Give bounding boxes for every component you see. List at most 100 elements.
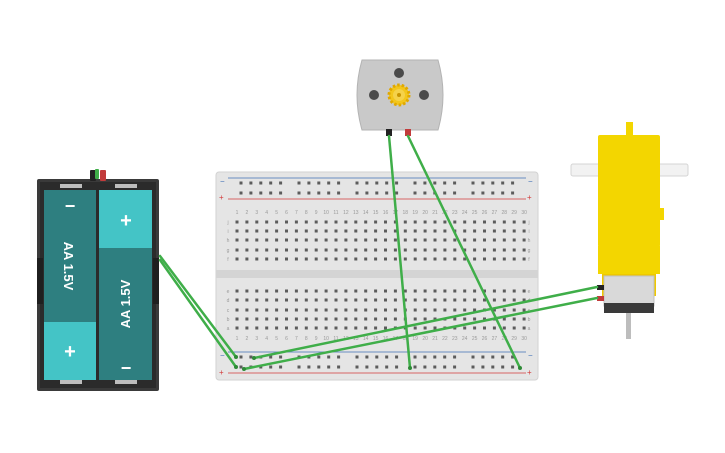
terminal-hole[interactable] [255,220,259,224]
rail-hole[interactable] [317,191,321,195]
terminal-hole[interactable] [265,289,269,293]
terminal-hole[interactable] [285,257,288,261]
rail-hole[interactable] [297,181,301,185]
rail-hole[interactable] [317,365,321,369]
terminal-hole[interactable] [512,289,516,293]
terminal-hole[interactable] [423,317,427,321]
terminal-hole[interactable] [403,289,407,293]
rail-hole[interactable] [443,365,447,369]
terminal-hole[interactable] [314,289,318,293]
terminal-hole[interactable] [473,248,477,252]
terminal-hole[interactable] [265,220,269,224]
terminal-hole[interactable] [522,326,526,330]
terminal-hole[interactable] [492,298,496,302]
terminal-hole[interactable] [413,248,417,252]
rail-hole[interactable] [413,191,417,195]
terminal-hole[interactable] [453,289,457,293]
terminal-hole[interactable] [502,317,506,321]
terminal-hole[interactable] [393,289,397,293]
terminal-hole[interactable] [294,308,298,312]
terminal-hole[interactable] [304,326,308,330]
terminal-hole[interactable] [294,326,298,330]
terminal-hole[interactable] [294,220,298,224]
battery-pack[interactable]: − + AA 1.5V + − AA 1.5V [37,169,159,391]
terminal-hole[interactable] [512,257,516,261]
rail-hole[interactable] [443,181,447,185]
terminal-hole[interactable] [245,238,249,242]
rail-hole[interactable] [327,191,331,195]
terminal-hole[interactable] [433,326,437,330]
terminal-hole[interactable] [255,317,259,321]
rail-hole[interactable] [279,191,283,195]
rail-hole[interactable] [511,181,515,185]
terminal-hole[interactable] [304,298,308,302]
breadboard[interactable]: − + − + − + − + 112233445566778899101011… [215,171,539,381]
terminal-hole[interactable] [255,248,259,252]
terminal-hole[interactable] [354,248,358,252]
terminal-hole[interactable] [483,317,486,321]
terminal-hole[interactable] [294,248,298,252]
rail-hole[interactable] [423,365,427,369]
rail-hole[interactable] [307,181,311,185]
terminal-hole[interactable] [285,220,288,224]
terminal-hole[interactable] [324,220,328,224]
terminal-hole[interactable] [522,248,526,252]
terminal-hole[interactable] [492,229,496,233]
rail-hole[interactable] [413,355,417,359]
terminal-hole[interactable] [245,289,249,293]
terminal-hole[interactable] [235,317,239,321]
terminal-hole[interactable] [235,298,239,302]
rail-hole[interactable] [317,355,321,359]
terminal-hole[interactable] [492,220,496,224]
terminal-hole[interactable] [255,229,259,233]
terminal-hole[interactable] [344,317,348,321]
terminal-hole[interactable] [423,289,427,293]
rail-hole[interactable] [375,181,379,185]
rail-hole[interactable] [453,355,457,359]
terminal-hole[interactable] [324,289,328,293]
terminal-hole[interactable] [473,229,477,233]
rail-hole[interactable] [453,365,457,369]
rail-hole[interactable] [297,365,301,369]
terminal-hole[interactable] [433,317,437,321]
rail-hole[interactable] [269,365,273,369]
terminal-hole[interactable] [245,257,249,261]
terminal-hole[interactable] [275,326,279,330]
terminal-hole[interactable] [443,298,447,302]
terminal-hole[interactable] [255,238,259,242]
terminal-hole[interactable] [473,257,477,261]
rail-hole[interactable] [481,365,485,369]
terminal-hole[interactable] [413,317,417,321]
terminal-hole[interactable] [324,308,328,312]
terminal-hole[interactable] [483,248,486,252]
terminal-hole[interactable] [443,308,447,312]
rail-hole[interactable] [317,181,321,185]
rail-hole[interactable] [249,355,253,359]
wire-geared-red-to-rail[interactable] [242,296,599,371]
terminal-hole[interactable] [433,229,437,233]
terminal-hole[interactable] [374,238,378,242]
terminal-hole[interactable] [324,317,328,321]
terminal-hole[interactable] [374,298,378,302]
rail-hole[interactable] [307,365,311,369]
terminal-hole[interactable] [502,308,506,312]
terminal-hole[interactable] [334,317,338,321]
rail-hole[interactable] [433,181,437,185]
terminal-hole[interactable] [423,308,427,312]
terminal-hole[interactable] [294,298,298,302]
terminal-hole[interactable] [433,308,437,312]
rail-hole[interactable] [385,181,389,185]
terminal-hole[interactable] [275,289,279,293]
wire-battery-to-minus-rail[interactable] [158,254,238,359]
rail-hole[interactable] [433,365,437,369]
rail-hole[interactable] [279,365,283,369]
terminal-hole[interactable] [423,238,427,242]
terminal-hole[interactable] [453,220,457,224]
terminal-hole[interactable] [334,289,338,293]
terminal-hole[interactable] [294,229,298,233]
terminal-hole[interactable] [334,220,338,224]
terminal-hole[interactable] [304,317,308,321]
terminal-hole[interactable] [492,289,496,293]
terminal-hole[interactable] [473,326,477,330]
terminal-hole[interactable] [245,229,249,233]
